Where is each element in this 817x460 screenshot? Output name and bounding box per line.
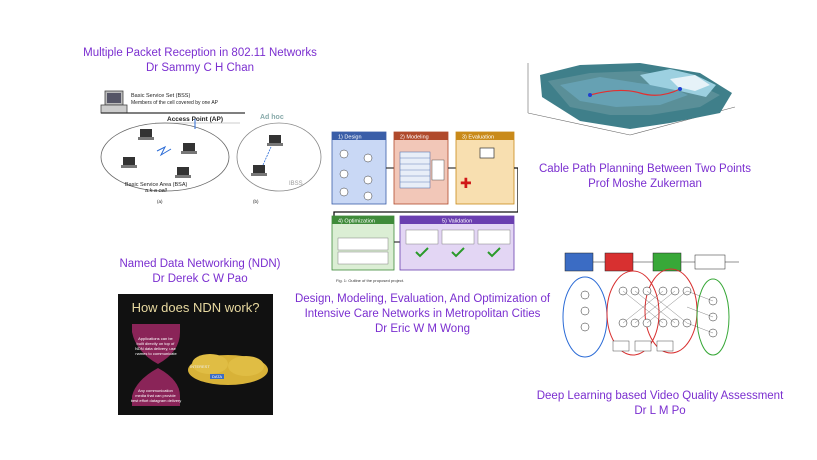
- wlan-bss-diagram: Basic Service Set (BSS) Members of the c…: [100, 90, 322, 204]
- project-title: Multiple Packet Reception in 802.11 Netw…: [83, 47, 317, 59]
- ndn-slide: How does NDN work? Applications can be b…: [118, 294, 273, 415]
- step-4-label: 4) Optimization: [338, 219, 375, 225]
- caption-intensive-care-networks: Design, Modeling, Evaluation, And Optimi…: [290, 292, 555, 337]
- project-author: Dr Eric W M Wong: [375, 323, 470, 335]
- step-5-label: 5) Validation: [442, 219, 472, 225]
- step-1-label: 1) Design: [338, 135, 362, 141]
- cable-path-3d-surface-plot: [527, 63, 736, 136]
- plus-icon: ✚: [460, 176, 472, 192]
- checkmark-icon: [415, 247, 429, 258]
- hourglass-bottom: [132, 368, 180, 406]
- project-title-line2: Intensive Care Networks in Metropolitan …: [304, 308, 541, 320]
- hourglass-top: [132, 324, 180, 364]
- checkmark-icon: [451, 247, 465, 258]
- project-title: Cable Path Planning Between Two Points: [538, 163, 752, 175]
- icu-network-workflow-diagram: 1) Design 2) Modeling 3) Evaluation ✚ 4)…: [331, 131, 518, 283]
- video-quality-neural-network-diagram: [562, 252, 739, 358]
- ndn-bottom-text: Any communication media that can provide…: [131, 388, 182, 403]
- panel-b-label: (b): [253, 199, 259, 204]
- adhoc-label: Ad hoc: [260, 114, 284, 121]
- desktop-computer-icon: [100, 90, 128, 114]
- wireless-signal-icon: [156, 145, 172, 157]
- figure-caption: Fig. 1: Outline of the proposed project.: [336, 278, 404, 283]
- laptop-icon: [121, 129, 197, 178]
- project-title: Named Data Networking (NDN): [119, 258, 281, 270]
- ndn-slide-title: How does NDN work?: [131, 300, 260, 315]
- neuron-nodes: [580, 286, 718, 338]
- data-label: DATA: [212, 374, 222, 379]
- bsa-sub-label: a.k.a cell: [145, 188, 167, 194]
- project-author: Prof Moshe Zukerman: [588, 178, 702, 190]
- project-title: Deep Learning based Video Quality Assess…: [536, 390, 784, 402]
- caption-deep-learning-vqa: Deep Learning based Video Quality Assess…: [530, 389, 790, 419]
- bsa-label: Basic Service Area (BSA): [125, 182, 188, 188]
- ibss-label: IBSS: [289, 181, 303, 187]
- caption-cable-path-planning: Cable Path Planning Between Two Points P…: [520, 162, 770, 192]
- bss-label: Basic Service Set (BSS): [131, 93, 190, 99]
- ndn-top-text: Applications can be built directly on to…: [135, 336, 177, 356]
- project-author: Dr L M Po: [634, 405, 686, 417]
- interest-label: INTEREST: [190, 364, 210, 369]
- bss-sub-label: Members of the cell covered by one AP: [131, 100, 219, 106]
- step-3-label: 3) Evaluation: [462, 135, 494, 141]
- panel-a-label: (a): [157, 199, 163, 204]
- project-author: Dr Sammy C H Chan: [146, 62, 254, 74]
- monitor-icon: [479, 147, 495, 159]
- project-author: Dr Derek C W Pao: [152, 273, 248, 285]
- adhoc-laptop-icon: [251, 135, 283, 176]
- caption-named-data-networking: Named Data Networking (NDN) Dr Derek C W…: [90, 257, 310, 287]
- step-2-label: 2) Modeling: [400, 135, 429, 141]
- checkmark-icon: [487, 247, 501, 258]
- project-title: Design, Modeling, Evaluation, And Optimi…: [294, 293, 551, 305]
- caption-multiple-packet-reception: Multiple Packet Reception in 802.11 Netw…: [60, 46, 340, 76]
